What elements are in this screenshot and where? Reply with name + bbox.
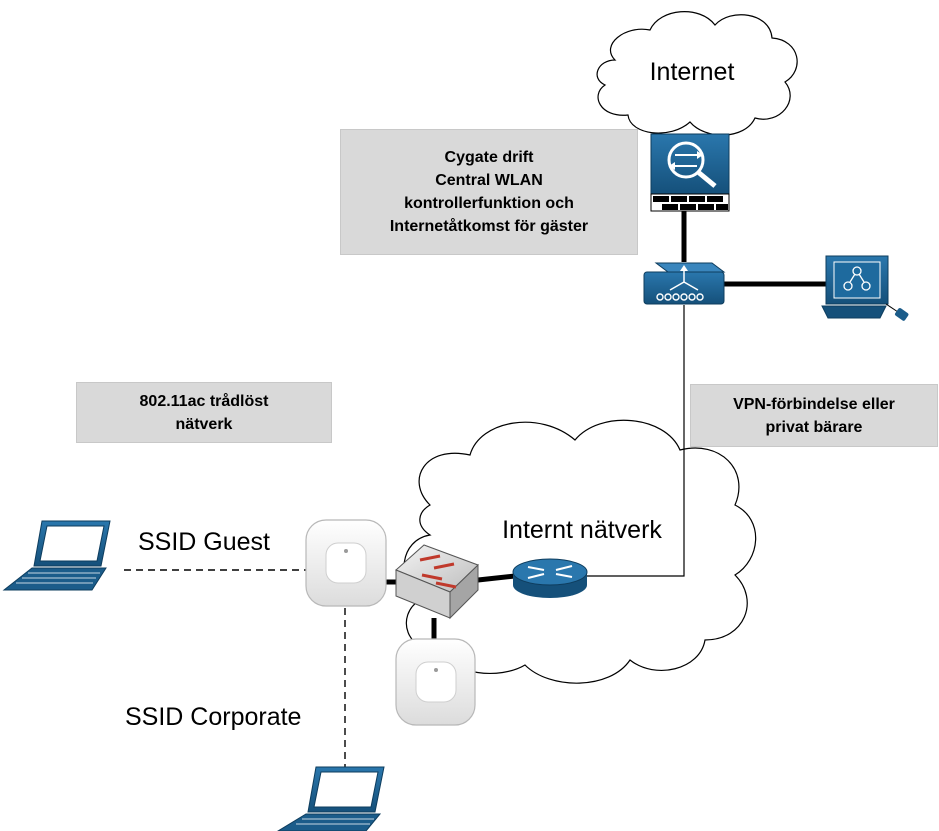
note-line: kontrollerfunktion och: [404, 195, 574, 212]
firewall-icon: [650, 133, 730, 212]
note-line: Cygate drift: [444, 149, 534, 166]
note-line: nätverk: [175, 415, 233, 433]
internal-network-label: Internt nätverk: [502, 516, 662, 544]
note-line: Central WLAN: [435, 172, 543, 189]
access-point-2-icon: [395, 638, 476, 726]
switch-icon: [395, 544, 479, 620]
note-line: 802.11ac trådlöst: [139, 392, 269, 410]
internet-cloud-label: Internet: [650, 58, 735, 86]
vpn-note: VPN-förbindelse eller privat bärare: [690, 384, 938, 447]
wlan-controller-icon: [643, 262, 726, 305]
internal-network-cloud: [403, 419, 757, 684]
ssid-corporate-label: SSID Corporate: [125, 703, 301, 731]
note-line: Internetåtkomst för gäster: [389, 218, 589, 235]
link-switch-router: [477, 573, 516, 583]
vpn-link: [585, 305, 685, 577]
management-workstation-icon: [821, 255, 909, 321]
internet-cloud: [596, 11, 798, 136]
corporate-laptop-icon: [277, 766, 385, 831]
router-icon: [512, 558, 588, 598]
guest-laptop-icon: [2, 520, 111, 591]
note-line: VPN-förbindelse eller: [733, 395, 895, 413]
ssid-guest-label: SSID Guest: [138, 528, 270, 556]
wireless-network-note: 802.11ac trådlöst nätverk: [76, 382, 332, 443]
central-services-note: Cygate drift Central WLAN kontrollerfunk…: [340, 129, 638, 255]
access-point-1-icon: [305, 519, 387, 607]
note-line: privat bärare: [765, 418, 863, 436]
